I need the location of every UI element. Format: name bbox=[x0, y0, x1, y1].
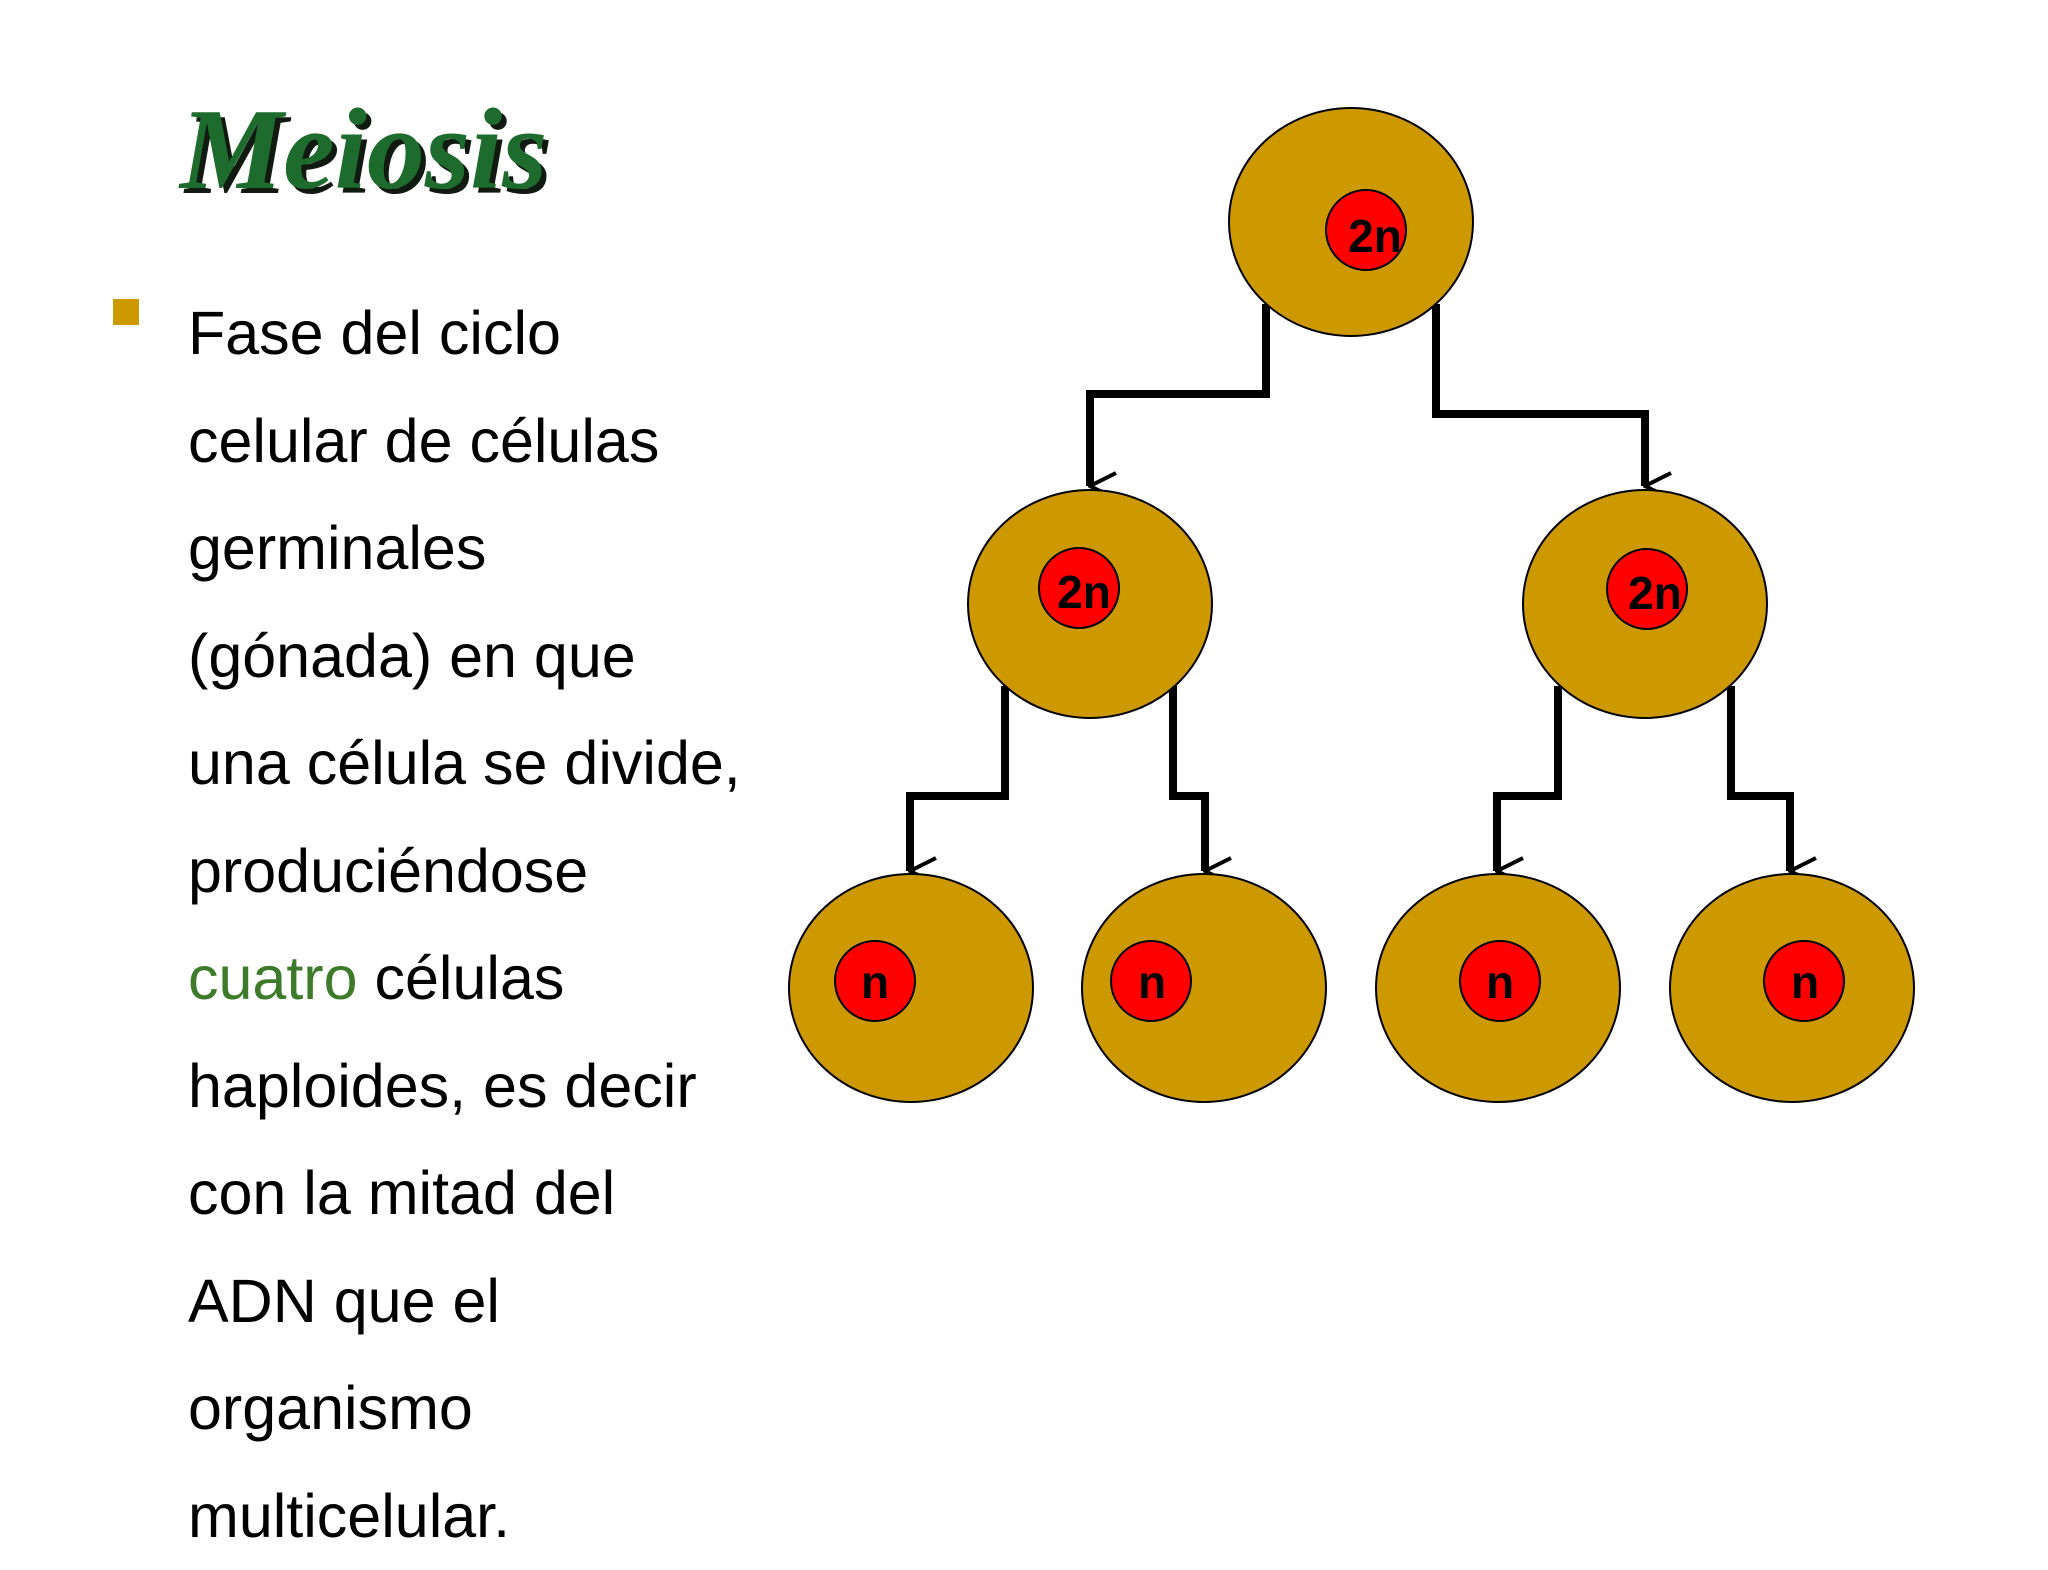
connector-arrow bbox=[1090, 304, 1266, 486]
daughter-2-ploidy-label: n bbox=[1138, 956, 1166, 1008]
daughter-cell-1: n bbox=[789, 874, 1033, 1102]
meiosis-diagram: 2n 2n 2n n n n bbox=[0, 0, 2048, 1536]
connector-arrow bbox=[1436, 304, 1645, 486]
daughter-cell-2: n bbox=[1082, 874, 1326, 1102]
daughter-4-ploidy-label: n bbox=[1791, 956, 1819, 1008]
middle-cell-left: 2n bbox=[968, 490, 1212, 718]
middle-right-ploidy-label: 2n bbox=[1628, 567, 1682, 619]
daughter-1-ploidy-label: n bbox=[861, 956, 889, 1008]
daughter-cell-4: n bbox=[1670, 874, 1914, 1102]
daughter-cell-3: n bbox=[1376, 874, 1620, 1102]
middle-left-ploidy-label: 2n bbox=[1057, 566, 1111, 618]
connector-arrow bbox=[1731, 686, 1790, 871]
middle-cell-right: 2n bbox=[1523, 490, 1767, 718]
connector-arrow bbox=[1497, 686, 1558, 871]
slide: Meiosis Fase del ciclo celular de célula… bbox=[0, 0, 2048, 1536]
daughter-3-ploidy-label: n bbox=[1486, 956, 1514, 1008]
parent-cell: 2n bbox=[1229, 108, 1473, 336]
connector-arrow bbox=[910, 686, 1005, 871]
connector-arrow bbox=[1173, 686, 1205, 871]
parent-ploidy-label: 2n bbox=[1348, 210, 1402, 262]
